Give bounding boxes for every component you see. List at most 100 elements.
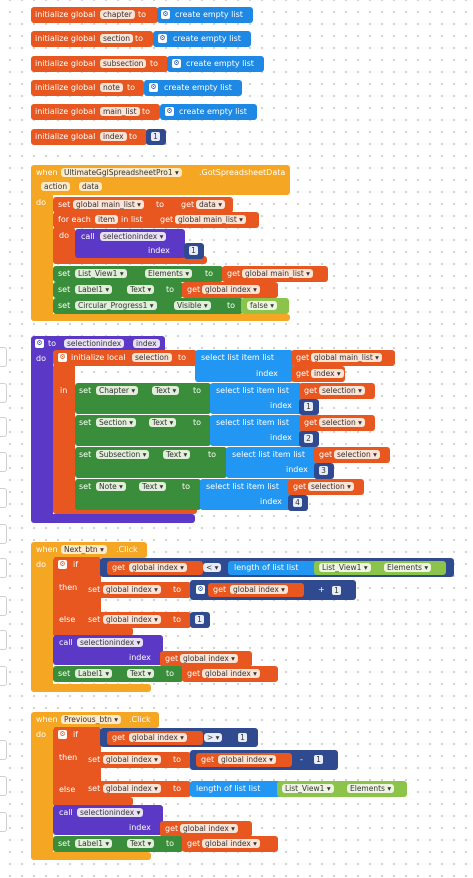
- call-selectionindex-block[interactable]: call selectionindex ▾ index: [53, 635, 163, 665]
- variable-dropdown[interactable]: global main_list ▾: [242, 269, 313, 278]
- select-list-item-block[interactable]: select list item list index: [210, 415, 302, 446]
- component-dropdown[interactable]: Previous_btn ▾: [61, 715, 122, 724]
- operator-dropdown[interactable]: < ▾: [203, 563, 222, 572]
- side-tab[interactable]: [0, 776, 7, 796]
- side-tab[interactable]: [0, 488, 7, 508]
- variable-dropdown[interactable]: global index ▾: [129, 563, 187, 572]
- variable-name-field[interactable]: section: [100, 34, 134, 43]
- side-tab[interactable]: [0, 630, 7, 650]
- get-selection-block[interactable]: get selection ▾: [299, 415, 375, 431]
- length-of-list-block[interactable]: length of list list: [190, 781, 286, 797]
- loop-variable-field[interactable]: item: [95, 215, 118, 224]
- call-selectionindex-block[interactable]: call selectionindex ▾ index: [53, 805, 163, 835]
- property-dropdown[interactable]: Text ▾: [152, 386, 180, 395]
- number-field[interactable]: 1: [195, 615, 204, 624]
- variable-dropdown[interactable]: global index ▾: [103, 585, 161, 594]
- gear-icon[interactable]: ⚙: [161, 10, 170, 19]
- component-dropdown[interactable]: List_View1 ▾: [282, 784, 334, 793]
- variable-dropdown[interactable]: data ▾: [196, 200, 226, 209]
- side-tab[interactable]: [0, 596, 7, 616]
- gear-icon[interactable]: ⚙: [58, 560, 67, 569]
- create-empty-list-block[interactable]: ⚙ create empty list: [160, 104, 257, 120]
- event-got-spreadsheet-data[interactable]: when UltimateGglSpreadsheetPro1 ▾ .GotSp…: [31, 165, 290, 195]
- number-field[interactable]: 1: [151, 132, 160, 141]
- procedure-dropdown[interactable]: selectionindex ▾: [77, 638, 144, 647]
- number-field[interactable]: 2: [304, 434, 313, 443]
- call-selectionindex-block[interactable]: call selectionindex ▾ index: [75, 229, 185, 258]
- variable-name-field[interactable]: index: [100, 132, 127, 141]
- gear-icon[interactable]: ⚙: [172, 59, 181, 68]
- select-list-item-block[interactable]: select list item list index: [226, 447, 318, 478]
- component-dropdown[interactable]: Subsection ▾: [96, 450, 150, 459]
- variable-dropdown[interactable]: selection ▾: [334, 450, 380, 459]
- event-parameter[interactable]: data: [79, 182, 102, 191]
- event-previous-click[interactable]: when Previous_btn ▾ .Click: [31, 712, 159, 728]
- side-tab[interactable]: [0, 417, 7, 437]
- set-global-index-block[interactable]: set global index ▾ to: [83, 752, 191, 768]
- property-dropdown[interactable]: Text ▾: [139, 482, 167, 491]
- get-global-index-block[interactable]: get global index ▾: [107, 731, 203, 745]
- variable-dropdown[interactable]: selection ▾: [308, 482, 354, 491]
- get-global-index-block[interactable]: get global index ▾: [182, 666, 278, 682]
- global-chapter-block[interactable]: initialize global chapter to: [31, 7, 158, 23]
- number-field[interactable]: 1: [314, 755, 323, 764]
- select-list-item-block[interactable]: select list item list index: [195, 350, 293, 382]
- global-section-block[interactable]: initialize global section to: [31, 31, 153, 47]
- variable-dropdown[interactable]: global main_list ▾: [175, 215, 246, 224]
- procedure-dropdown[interactable]: selectionindex ▾: [77, 808, 144, 817]
- set-note-text-block[interactable]: set Note ▾ Text ▾ to: [75, 479, 201, 510]
- component-dropdown[interactable]: Chapter ▾: [96, 386, 139, 395]
- event-parameter[interactable]: action: [41, 182, 71, 191]
- variable-dropdown[interactable]: global index ▾: [129, 733, 187, 742]
- listview-elements-block[interactable]: List_View1 ▾ Elements ▾: [277, 781, 407, 797]
- set-label-text-block[interactable]: set Label1 ▾ Text ▾ to: [53, 282, 183, 298]
- side-tab[interactable]: [0, 812, 7, 832]
- variable-name-field[interactable]: chapter: [100, 10, 135, 19]
- set-listview-elements-block[interactable]: set List_View1 ▾ Elements ▾ to: [53, 266, 223, 282]
- variable-dropdown[interactable]: global main_list ▾: [311, 353, 382, 362]
- get-main-list-block[interactable]: get global main_list ▾: [222, 266, 328, 282]
- set-label-text-block[interactable]: set Label1 ▾ Text ▾ to: [53, 666, 183, 682]
- boolean-block[interactable]: false ▾: [241, 298, 289, 314]
- variable-dropdown[interactable]: global index ▾: [202, 669, 260, 678]
- variable-dropdown[interactable]: global index ▾: [103, 615, 161, 624]
- number-field[interactable]: 1: [189, 246, 198, 255]
- variable-dropdown[interactable]: index ▾: [311, 369, 344, 378]
- variable-name-field[interactable]: subsection: [100, 59, 147, 68]
- create-empty-list-block[interactable]: ⚙ create empty list: [153, 31, 251, 47]
- get-main-list-block[interactable]: get global main_list ▾: [291, 350, 395, 366]
- variable-dropdown[interactable]: selection ▾: [319, 386, 365, 395]
- set-subsection-text-block[interactable]: set Subsection ▾ Text ▾ to: [75, 447, 227, 478]
- get-selection-block[interactable]: get selection ▾: [299, 383, 375, 399]
- initialize-local-block[interactable]: ⚙ initialize local selection to: [53, 350, 197, 366]
- set-progress-visible-block[interactable]: set Circular_Progress1 ▾ Visible ▾ to: [53, 298, 243, 314]
- variable-dropdown[interactable]: selection ▾: [319, 418, 365, 427]
- procedure-name-field[interactable]: selectionindex: [64, 339, 125, 348]
- number-block[interactable]: 1: [184, 243, 204, 259]
- global-main-list-block[interactable]: initialize global main_list to: [31, 104, 160, 120]
- component-dropdown[interactable]: Note ▾: [96, 482, 126, 491]
- event-next-click[interactable]: when Next_btn ▾ .Click: [31, 542, 147, 558]
- set-global-index-block[interactable]: set global index ▾ to: [83, 612, 191, 628]
- procedure-dropdown[interactable]: selectionindex ▾: [100, 232, 167, 241]
- component-dropdown[interactable]: Label1 ▾: [75, 669, 113, 678]
- number-block[interactable]: 2: [299, 431, 319, 447]
- set-global-index-block[interactable]: set global index ▾ to: [83, 582, 191, 598]
- get-global-index-block[interactable]: get global index ▾: [182, 836, 278, 852]
- get-global-index-block[interactable]: get global index ▾: [107, 561, 203, 575]
- property-dropdown[interactable]: Elements ▾: [384, 563, 432, 572]
- set-section-text-block[interactable]: set Section ▾ Text ▾ to: [75, 415, 211, 446]
- gear-icon[interactable]: ⚙: [58, 730, 67, 739]
- set-chapter-text-block[interactable]: set Chapter ▾ Text ▾ to: [75, 383, 211, 414]
- number-block[interactable]: 3: [314, 463, 334, 479]
- global-subsection-block[interactable]: initialize global subsection to: [31, 56, 168, 72]
- number-block[interactable]: 4: [288, 495, 308, 511]
- number-block[interactable]: 1: [146, 129, 166, 145]
- property-dropdown[interactable]: Text ▾: [127, 669, 155, 678]
- variable-dropdown[interactable]: global index ▾: [230, 585, 288, 594]
- variable-dropdown[interactable]: global index ▾: [180, 824, 238, 833]
- property-dropdown[interactable]: Visible ▾: [174, 301, 211, 310]
- component-dropdown[interactable]: Next_btn ▾: [61, 545, 107, 554]
- get-selection-block[interactable]: get selection ▾: [288, 479, 364, 495]
- number-field[interactable]: 4: [293, 498, 302, 507]
